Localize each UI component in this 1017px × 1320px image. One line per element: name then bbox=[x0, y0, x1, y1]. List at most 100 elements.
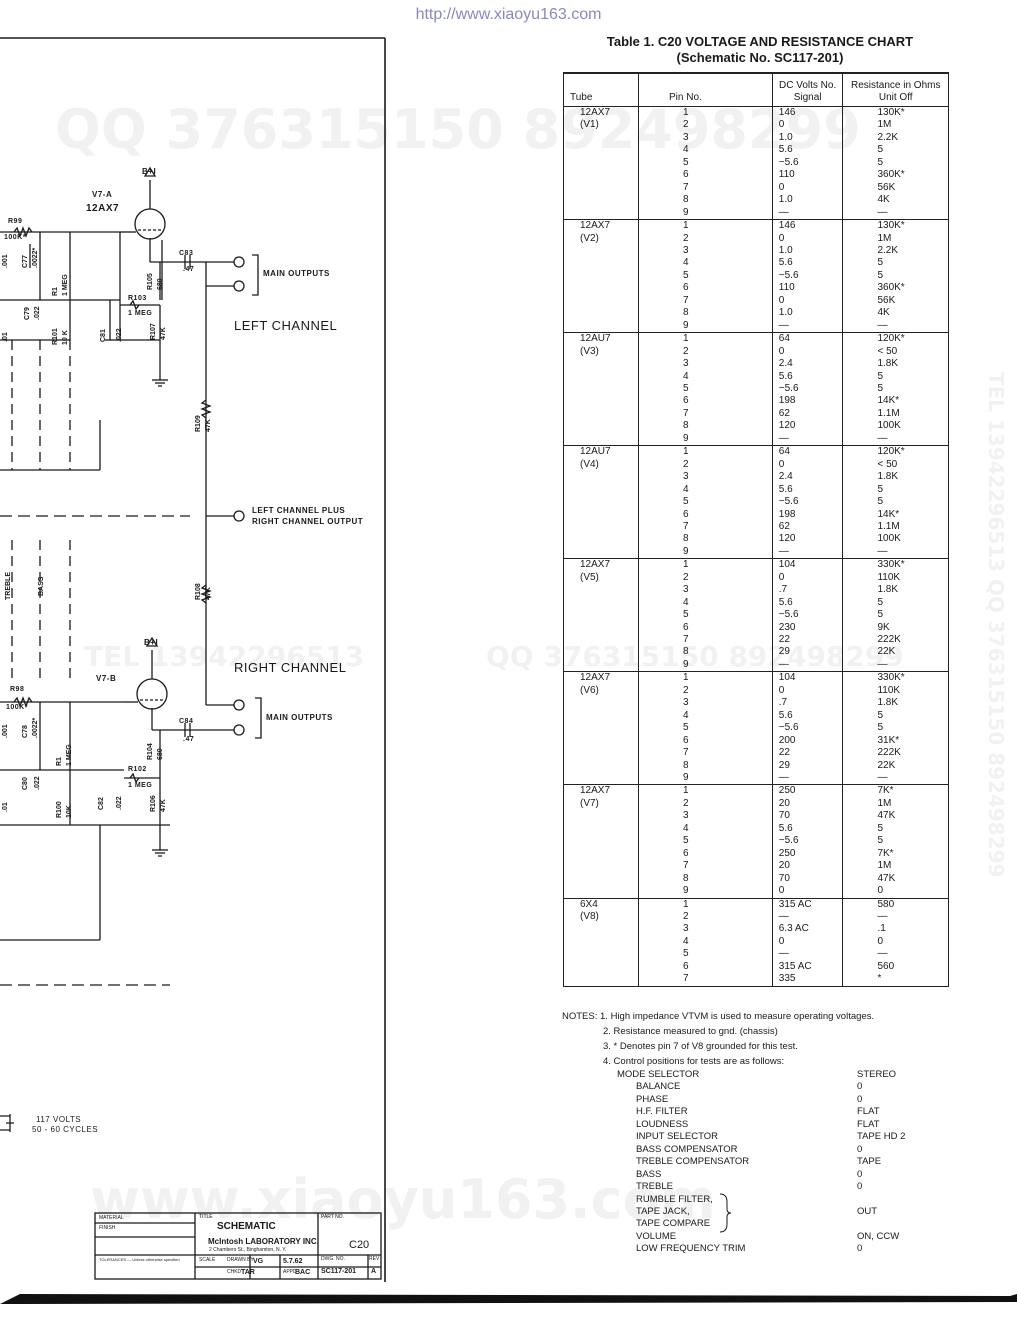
resistance-value: 100K bbox=[877, 420, 901, 432]
resistance-value: 1.8K bbox=[877, 471, 899, 483]
resistance-value: 0 bbox=[877, 885, 884, 897]
volts-value: 22 bbox=[778, 634, 790, 646]
r99-label: R99 bbox=[8, 218, 23, 225]
volts-value: .7 bbox=[778, 584, 788, 596]
pin-value: 2 bbox=[683, 684, 689, 696]
value-01-top: .01 bbox=[2, 332, 9, 342]
pin-value: 3 bbox=[683, 584, 689, 596]
header-dc-volts: DC Volts No. Signal bbox=[771, 72, 843, 107]
r1-value-bottom: 1 MEG bbox=[66, 744, 73, 766]
pin-value: 9 bbox=[683, 658, 689, 670]
pin-value: 3 bbox=[683, 358, 689, 370]
resistance-value: 14K* bbox=[877, 395, 900, 407]
c79-label: C79 bbox=[24, 307, 31, 320]
volts-value: 200 bbox=[778, 734, 796, 746]
pin-value: 6 bbox=[683, 734, 689, 746]
notes-label: NOTES: bbox=[562, 1011, 598, 1022]
resistance-value: 120K* bbox=[877, 333, 905, 345]
resistance-value: 31K* bbox=[877, 734, 900, 746]
resistance-value: 5 bbox=[877, 835, 884, 847]
pin-value: 9 bbox=[683, 772, 689, 784]
resistance-value: 330K* bbox=[877, 672, 905, 684]
tube-position: (V2) bbox=[580, 232, 599, 244]
c84-label: C84 bbox=[179, 718, 194, 725]
volts-value: −5.6 bbox=[778, 156, 799, 168]
resistance-value: 110K bbox=[877, 571, 901, 583]
volts-value: 0 bbox=[778, 345, 785, 357]
drawing-title-block: MATERIAL FINISH TOLERANCES — Unless othe… bbox=[95, 1213, 381, 1281]
tube-type: 12AU7 bbox=[580, 446, 611, 458]
left-channel-label: LEFT CHANNEL bbox=[234, 318, 338, 333]
r1-label-top: R1 bbox=[52, 287, 59, 296]
pin-value: 5 bbox=[683, 496, 689, 508]
company-name: McIntosh LABORATORY INC. bbox=[208, 1237, 319, 1246]
pin-value: 3 bbox=[683, 923, 689, 935]
pin-value: 5 bbox=[683, 382, 689, 394]
volts-value: 5.6 bbox=[778, 596, 793, 608]
value-001-bottom: .001 bbox=[2, 724, 9, 738]
pin-value: 2 bbox=[683, 458, 689, 470]
pin-value: 2 bbox=[683, 345, 689, 357]
volts-value: 5.6 bbox=[778, 257, 793, 269]
volts-value: 120 bbox=[778, 420, 796, 432]
control-name: TAPE COMPARE bbox=[636, 1218, 711, 1230]
bass-label: BASS bbox=[38, 576, 45, 596]
pin-value: 3 bbox=[683, 131, 689, 143]
volts-value: — bbox=[778, 206, 789, 218]
resistance-value: 5 bbox=[877, 144, 884, 156]
resistance-value: 56K bbox=[877, 181, 896, 193]
resistance-value: 360K* bbox=[877, 169, 905, 181]
pin-value: 5 bbox=[683, 948, 689, 960]
pin-value: 5 bbox=[683, 156, 689, 168]
r105-label: R105 bbox=[147, 273, 154, 290]
pin-value: 6 bbox=[683, 395, 689, 407]
pin-value: 5 bbox=[683, 835, 689, 847]
resistance-value: 5 bbox=[877, 709, 884, 721]
resistance-value: 5 bbox=[877, 483, 884, 495]
control-name: VOLUME bbox=[636, 1230, 677, 1242]
source-url-watermark: http://www.xiaoyu163.com bbox=[415, 6, 602, 23]
right-channel-label: RIGHT CHANNEL bbox=[234, 660, 347, 675]
resistance-value: * bbox=[877, 973, 882, 985]
control-value: 0 bbox=[857, 1168, 863, 1180]
pin-value: 5 bbox=[683, 722, 689, 734]
volts-value: .7 bbox=[778, 697, 788, 709]
tube-cell: 12AX7(V7) bbox=[563, 784, 639, 899]
pin-value: 3 bbox=[683, 697, 689, 709]
c83-value: .47 bbox=[183, 266, 195, 273]
checked-label: CHKD bbox=[227, 1269, 242, 1275]
note-2: 2. Resistance measured to gnd. (chassis) bbox=[603, 1026, 778, 1037]
volts-value: — bbox=[778, 772, 789, 784]
pin-value: 8 bbox=[683, 420, 689, 432]
pin-value: 2 bbox=[683, 232, 689, 244]
site-watermark: www.xiaoyu163.com bbox=[90, 1168, 716, 1231]
volts-value: 0 bbox=[778, 294, 785, 306]
voltage-resistance-table: Tube Pin No. DC Volts No. Signal Resista… bbox=[563, 72, 949, 987]
resistance-value: 1M bbox=[877, 797, 892, 809]
resistance-value: 580 bbox=[877, 898, 895, 910]
resistance-value: 47K bbox=[877, 872, 896, 884]
header-resistance: Resistance in Ohms Unit Off bbox=[842, 72, 949, 107]
volts-value: 198 bbox=[778, 508, 796, 520]
pin-value: 8 bbox=[683, 307, 689, 319]
tube-position: (V3) bbox=[580, 345, 599, 357]
volts-value: 146 bbox=[778, 220, 796, 232]
material-label: MATERIAL bbox=[99, 1215, 124, 1221]
title-field-label: TITLE bbox=[199, 1214, 213, 1220]
volts-value: −5.6 bbox=[778, 722, 799, 734]
pin-value: 1 bbox=[683, 559, 689, 571]
pin-value: 4 bbox=[683, 596, 689, 608]
resistance-value: 1M bbox=[877, 119, 892, 131]
pin-value: 4 bbox=[683, 822, 689, 834]
r99-value: 100K* bbox=[4, 234, 26, 241]
r107-label: R107 bbox=[150, 323, 157, 340]
